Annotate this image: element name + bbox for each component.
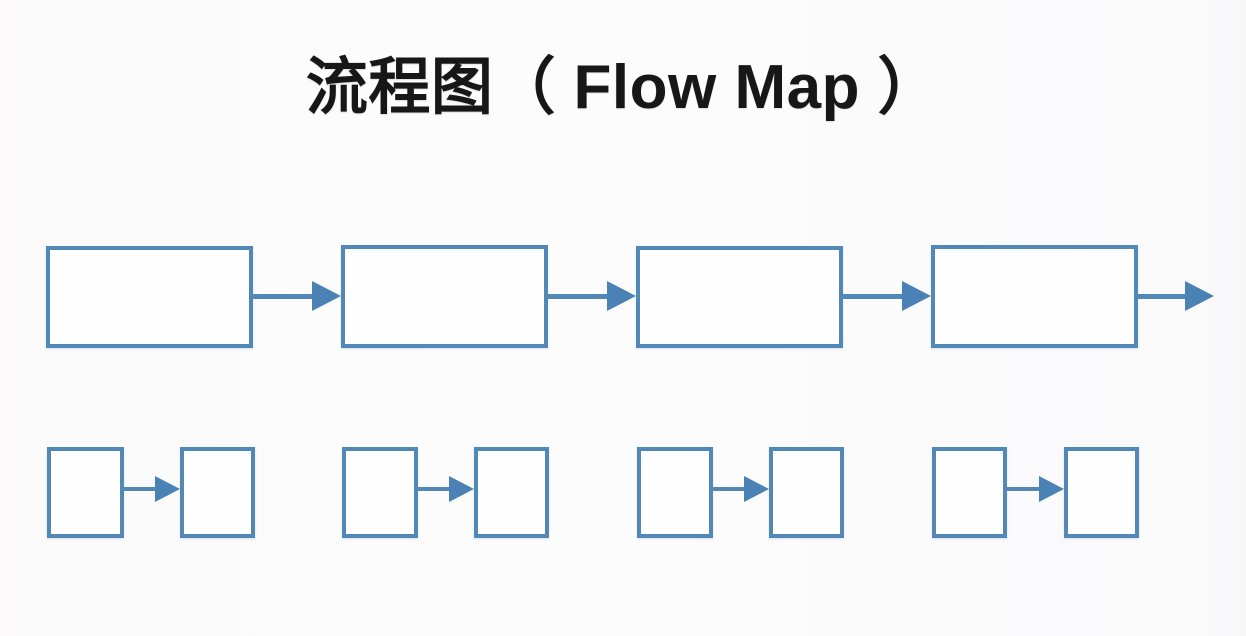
flow-arrow-4-shaft: [1138, 294, 1188, 299]
sub-box-2b[interactable]: [474, 447, 549, 538]
sub-box-3a[interactable]: [637, 447, 713, 538]
flow-arrow-1-shaft: [253, 294, 315, 299]
process-box-4[interactable]: [931, 245, 1138, 348]
sub-box-4a[interactable]: [932, 447, 1007, 538]
sub-box-1a[interactable]: [47, 447, 124, 538]
flow-arrow-3-shaft: [843, 294, 905, 299]
flow-arrow-1-head: [312, 281, 341, 311]
sub-flow-arrow-1-head: [155, 476, 180, 502]
flow-arrow-2-shaft: [548, 294, 610, 299]
sub-flow-arrow-3-shaft: [713, 487, 747, 491]
flow-arrow-4-head: [1185, 281, 1214, 311]
sub-box-2a[interactable]: [342, 447, 418, 538]
sub-flow-arrow-4-shaft: [1007, 487, 1042, 491]
sub-flow-arrow-4-head: [1039, 476, 1064, 502]
sub-flow-arrow-3-head: [744, 476, 769, 502]
sub-flow-arrow-2-head: [449, 476, 474, 502]
process-box-1[interactable]: [46, 246, 253, 348]
sub-box-4b[interactable]: [1064, 447, 1139, 538]
sub-flow-arrow-1-shaft: [124, 487, 158, 491]
sub-box-1b[interactable]: [180, 447, 255, 538]
flow-arrow-3-head: [902, 281, 931, 311]
process-box-3[interactable]: [636, 246, 843, 348]
flow-arrow-2-head: [607, 281, 636, 311]
sub-flow-arrow-2-shaft: [418, 487, 452, 491]
process-box-2[interactable]: [341, 245, 548, 348]
page-title: 流程图（ Flow Map ）: [305, 53, 941, 122]
sub-box-3b[interactable]: [769, 447, 844, 538]
